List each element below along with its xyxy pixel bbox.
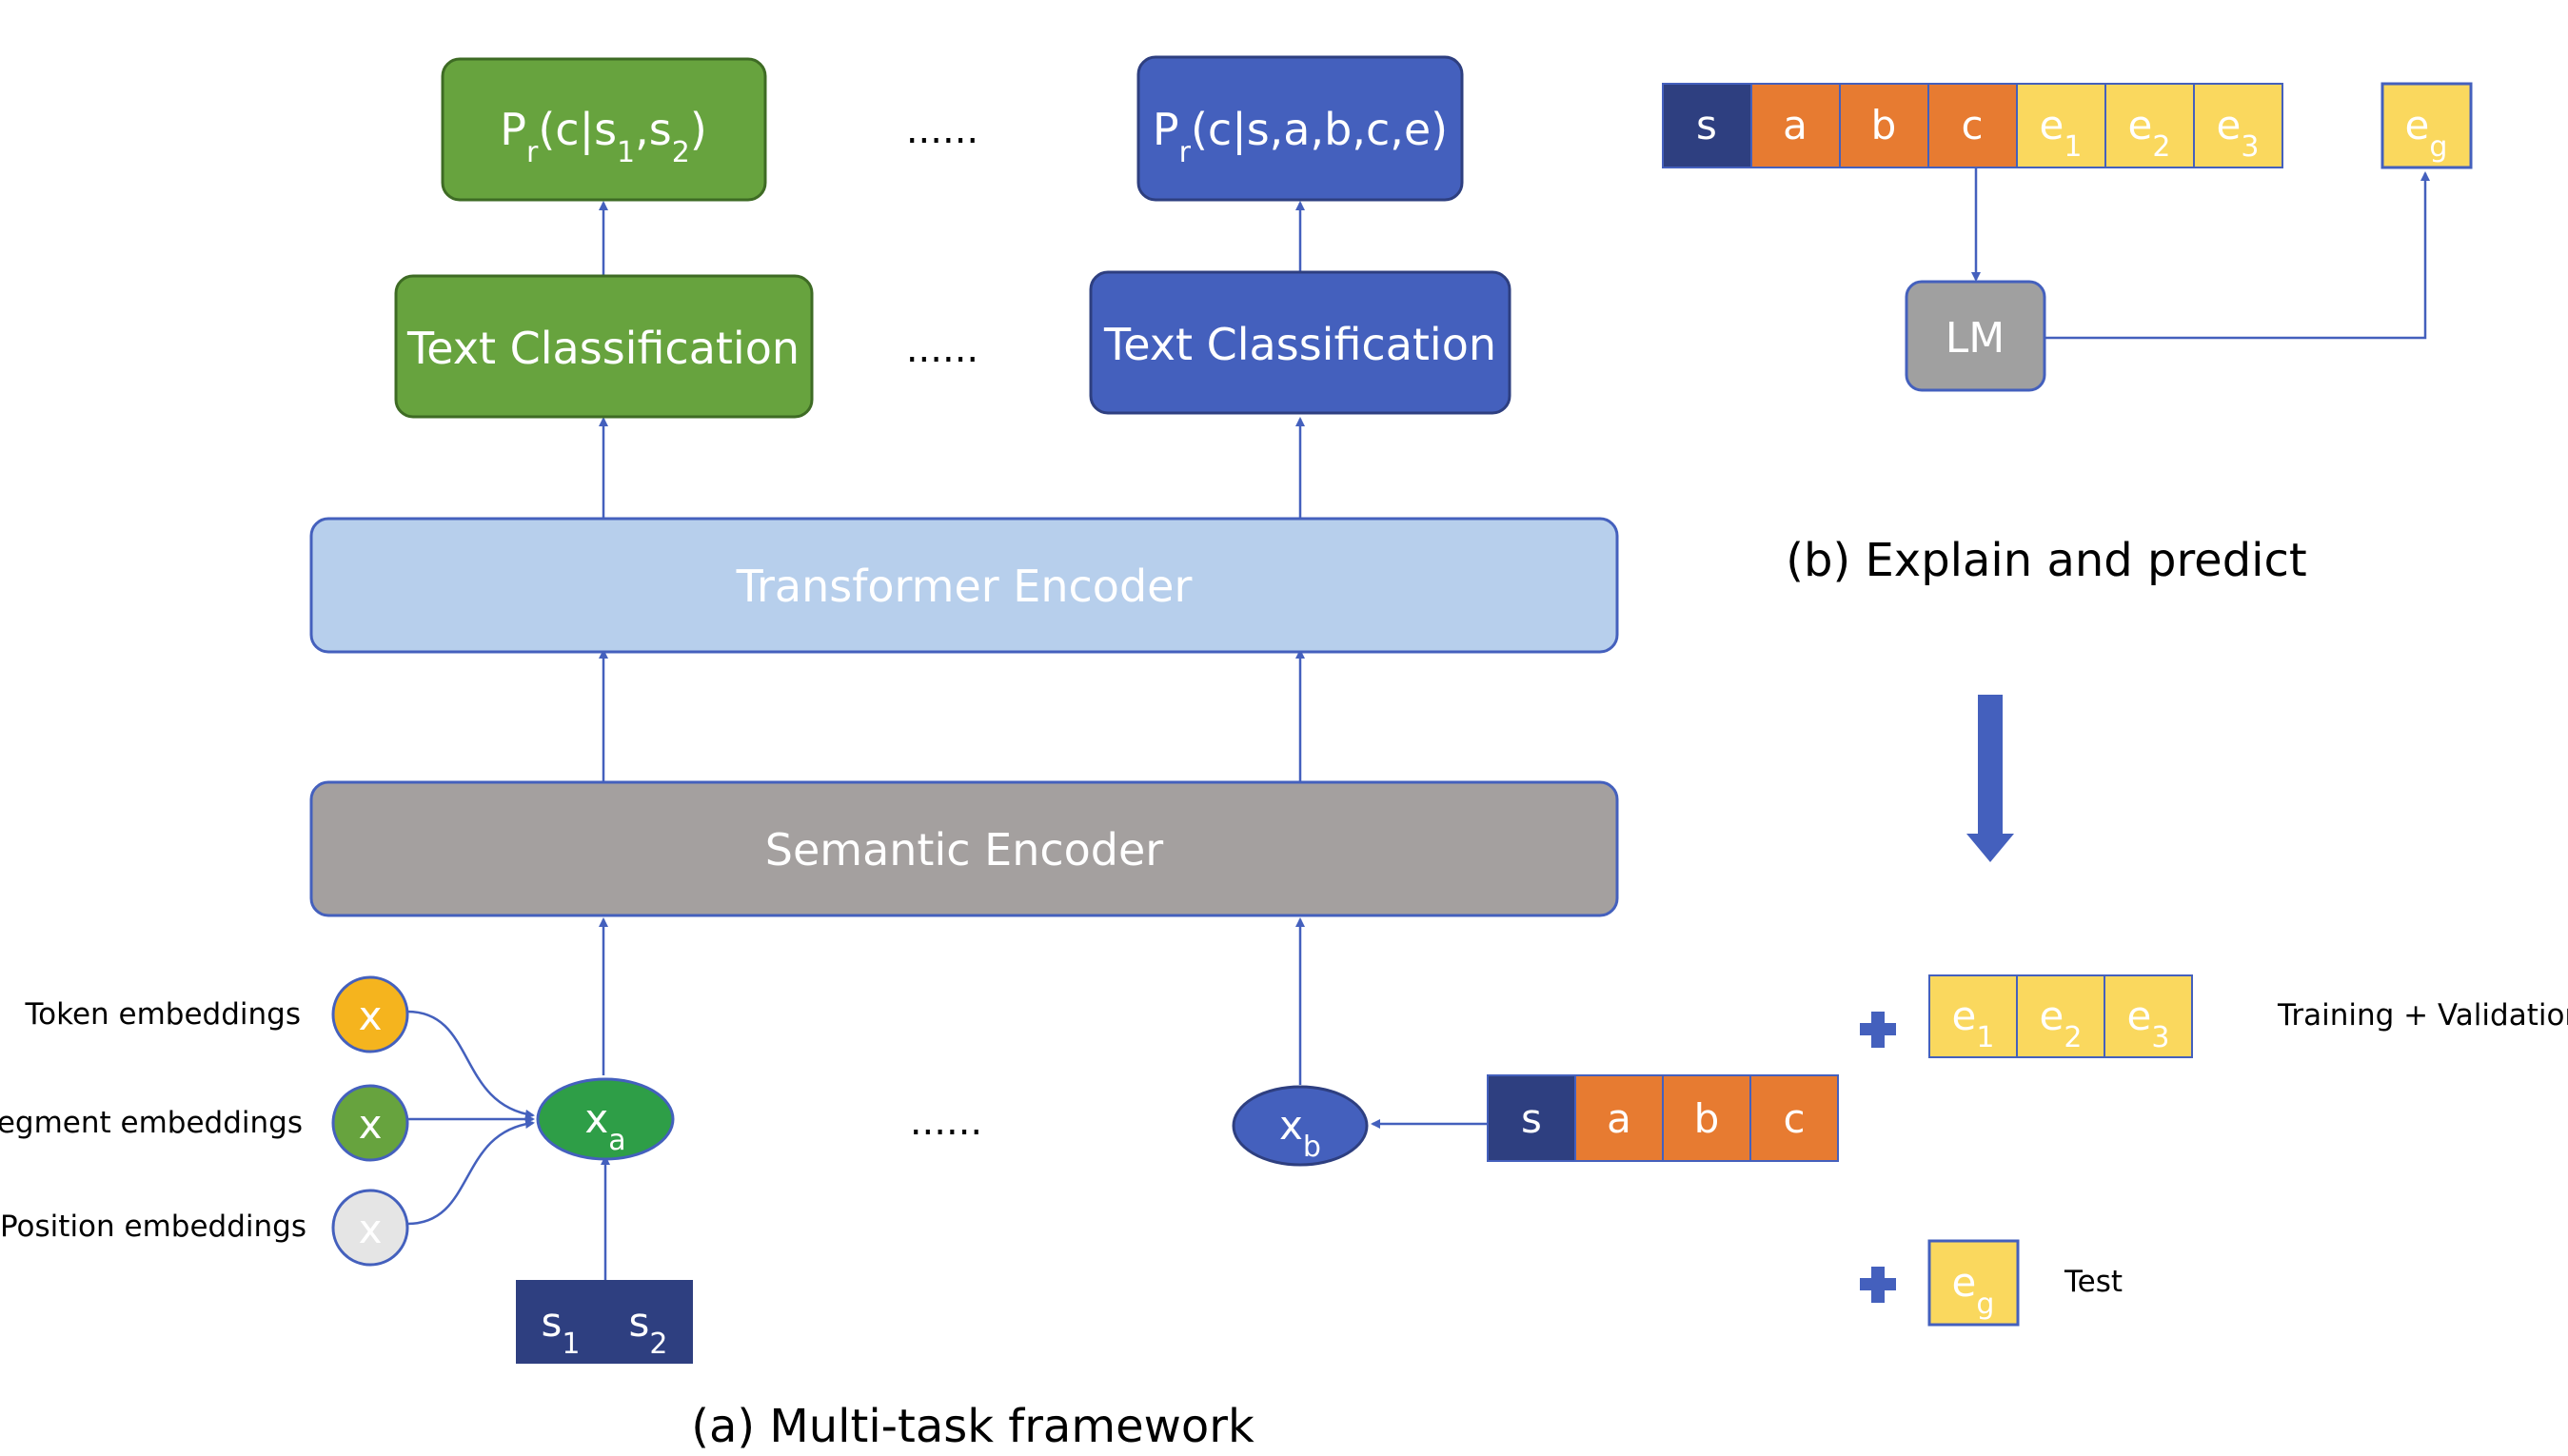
plus-icon: [1860, 1012, 1896, 1048]
s1-s2-tokens: s1 s2: [516, 1280, 693, 1364]
text-classification-box-green: Text Classification: [394, 274, 814, 419]
sabc-token-cell: [1574, 1074, 1664, 1162]
token-embeddings-label: Token embeddings: [24, 997, 301, 1032]
xa-node: xa: [536, 1077, 675, 1161]
semantic-encoder-label: Semantic Encoder: [765, 824, 1164, 876]
classifier-ellipsis: ......: [906, 327, 978, 371]
sequence-token-cell: [2016, 83, 2106, 168]
explain-sequence-row: s a b c e1 e2 e3: [1662, 83, 2283, 168]
training-token-cell: [2016, 974, 2105, 1058]
plus-icon: [1860, 1267, 1896, 1303]
output-box-blue: Pr(c|s,a,b,c,e): [1136, 55, 1464, 202]
training-token-label: e2: [2040, 993, 2083, 1054]
eg-token: eg: [2380, 82, 2473, 169]
output-probability-label: Pr(c|s1,s2): [500, 104, 707, 169]
sequence-token-label: c: [1961, 102, 1983, 148]
xb-label: xb: [1279, 1102, 1321, 1164]
sequence-token-cell: [1662, 83, 1752, 168]
sequence-token-cell: [1839, 83, 1929, 168]
sequence-token-label: e3: [2217, 102, 2260, 164]
training-token-row: e1 e2 e3: [1928, 974, 2193, 1058]
sequence-token-cell: [1927, 83, 2018, 168]
sequence-token-cell: [1750, 83, 1841, 168]
sabc-token-cell: [1749, 1074, 1839, 1162]
token-embedding-symbol: x: [359, 993, 383, 1039]
panel-a-arrows: [406, 201, 1488, 1280]
text-classification-box-blue: Text Classification: [1089, 270, 1511, 415]
semantic-encoder-box: Semantic Encoder: [309, 780, 1619, 917]
output-probability-label: Pr(c|s,a,b,c,e): [1153, 104, 1448, 169]
position-embedding-node: [331, 1189, 409, 1267]
training-validation-label: Training + Validation: [2277, 998, 2568, 1033]
training-token-cell: [2104, 974, 2193, 1058]
legend-training: e1 e2 e3 Training + Validation: [1860, 974, 2568, 1058]
sabc-token-label: c: [1783, 1095, 1805, 1142]
training-token-label: e3: [2127, 993, 2170, 1054]
panel-b-arrows: [1971, 167, 2430, 340]
lm-box: LM: [1905, 280, 2046, 392]
segment-embedding-node: [331, 1084, 409, 1162]
sabc-token-label: s: [1521, 1095, 1542, 1142]
xb-node: xb: [1232, 1085, 1369, 1167]
legend-test: eg Test: [1860, 1239, 2123, 1327]
sabc-token-label: b: [1694, 1095, 1720, 1142]
token-embedding-node: [331, 975, 409, 1053]
output-box-green: Pr(c|s1,s2): [441, 57, 767, 202]
eg-label: eg: [2405, 102, 2448, 164]
xa-label: xa: [584, 1095, 625, 1157]
classifier-label: Text Classification: [1103, 319, 1496, 370]
down-arrow-icon: [1966, 695, 2014, 862]
classifier-label: Text Classification: [406, 323, 800, 374]
test-label: Test: [2064, 1265, 2123, 1299]
sabc-token-label: a: [1607, 1095, 1631, 1142]
sequence-token-label: e2: [2128, 102, 2171, 164]
position-embedding-symbol: x: [359, 1206, 383, 1252]
output-ellipsis: ......: [906, 108, 978, 152]
sequence-token-cell: [2193, 83, 2283, 168]
sequence-token-label: s: [1696, 102, 1717, 148]
test-token-label: eg: [1952, 1259, 1995, 1321]
sequence-token-label: a: [1783, 102, 1807, 148]
s2-token: s2: [629, 1299, 668, 1361]
lm-label: LM: [1946, 314, 2005, 363]
s1-token: s1: [542, 1299, 581, 1361]
sequence-token-label: b: [1871, 102, 1897, 148]
segment-embedding-symbol: x: [359, 1101, 383, 1148]
segment-embeddings-label: Segment embeddings: [0, 1106, 303, 1140]
training-token-label: e1: [1952, 993, 1995, 1054]
transformer-encoder-box: Transformer Encoder: [309, 517, 1619, 654]
input-ellipsis: ......: [910, 1100, 982, 1144]
position-embeddings-label: Position embeddings: [0, 1210, 306, 1244]
embeddings-group: Token embeddings x Segment embeddings x …: [0, 975, 409, 1267]
transformer-encoder-label: Transformer Encoder: [736, 561, 1193, 612]
caption-explain-predict: (b) Explain and predict: [1786, 534, 2306, 587]
sequence-token-label: e1: [2040, 102, 2083, 164]
caption-multi-task: (a) Multi-task framework: [691, 1400, 1254, 1453]
sequence-token-cell: [2104, 83, 2195, 168]
